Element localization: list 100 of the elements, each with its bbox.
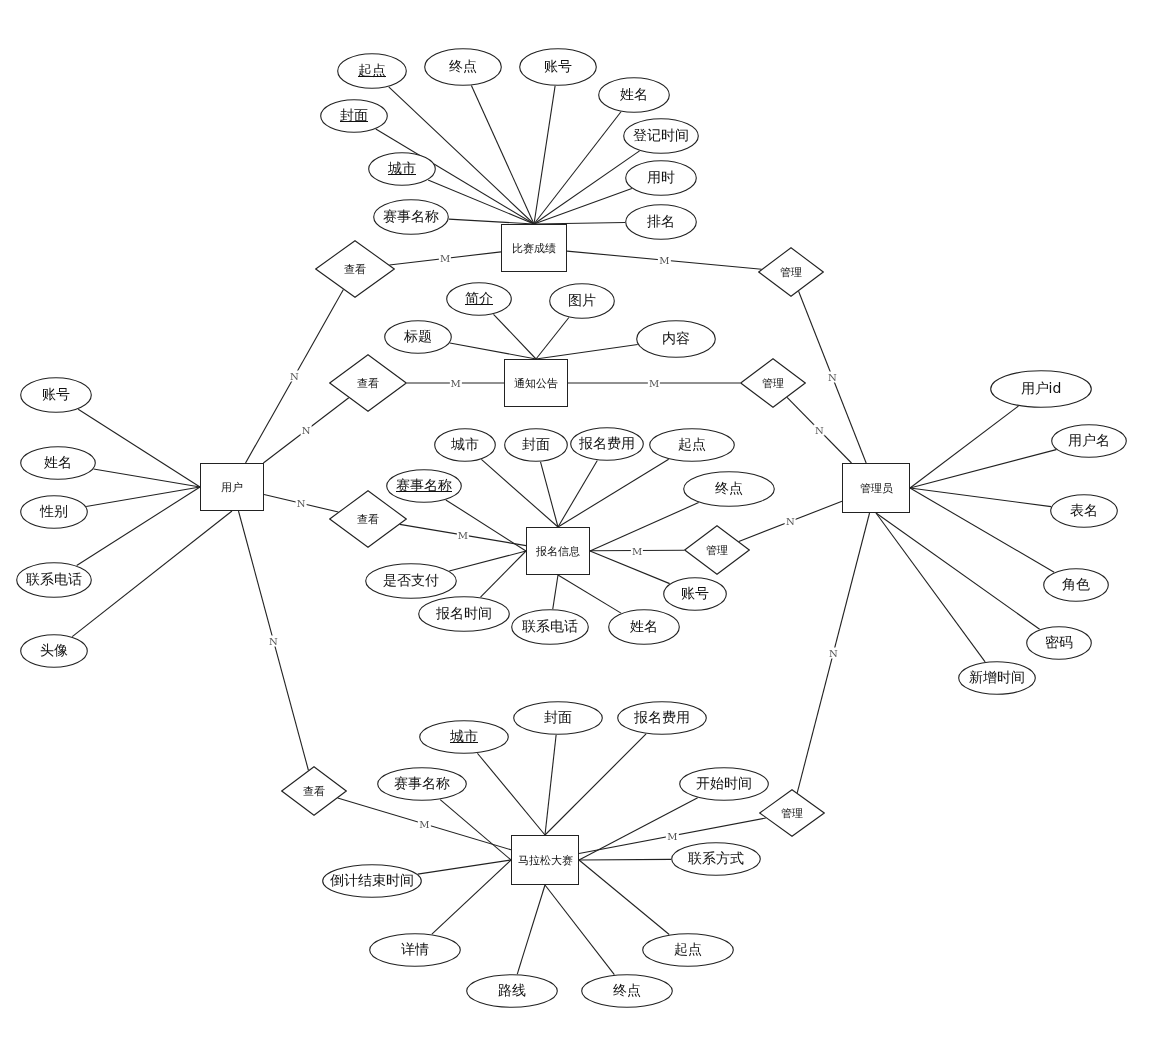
connector-line: [76, 486, 201, 567]
cardinality-label: M: [456, 529, 469, 541]
attribute-ellipse: 新增时间: [958, 661, 1036, 695]
connector-line: [237, 510, 309, 771]
cardinality-label: N: [268, 635, 279, 647]
connector-line: [533, 85, 556, 225]
attribute-ellipse: 联系方式: [671, 842, 761, 876]
connector-line: [557, 458, 670, 528]
cardinality-label: M: [418, 818, 431, 830]
attribute-ellipse: 账号: [663, 577, 727, 611]
connector-line: [262, 397, 350, 464]
attribute-ellipse: 终点: [683, 471, 775, 507]
attribute-ellipse: 开始时间: [679, 767, 769, 801]
connector-line: [552, 574, 559, 610]
attribute-ellipse: 性别: [20, 495, 88, 529]
connector-line: [875, 512, 986, 663]
cardinality-label: M: [439, 252, 452, 264]
attribute-ellipse: 头像: [20, 634, 88, 668]
connector-line: [337, 797, 512, 851]
attribute-ellipse: 城市: [368, 152, 436, 186]
cardinality-label: M: [449, 377, 462, 389]
connector-line: [388, 251, 502, 266]
cardinality-label: N: [300, 424, 312, 436]
connector-line: [448, 550, 527, 572]
connector-line: [566, 250, 763, 270]
attribute-ellipse: 赛事名称: [373, 199, 449, 235]
attribute-ellipse: 倒计结束时间: [322, 864, 422, 898]
attribute-ellipse: 起点: [337, 53, 407, 89]
connector-line: [417, 859, 512, 875]
cardinality-label: N: [828, 647, 839, 659]
entity-box: 马拉松大赛: [511, 835, 579, 885]
attribute-ellipse: 姓名: [608, 609, 680, 645]
connector-line: [516, 884, 546, 975]
connector-line: [480, 458, 559, 528]
attribute-ellipse: 报名时间: [418, 596, 510, 632]
attribute-ellipse: 报名费用: [617, 701, 707, 735]
attribute-ellipse: 账号: [20, 377, 92, 413]
connector-line: [567, 382, 741, 384]
relationship-diamond: 管理: [758, 247, 824, 297]
attribute-ellipse: 终点: [424, 48, 502, 86]
cardinality-label: N: [785, 515, 796, 527]
connector-line: [245, 289, 344, 464]
attribute-ellipse: 用时: [625, 160, 697, 196]
connector-line: [445, 499, 527, 552]
relationship-diamond: 管理: [759, 789, 825, 837]
connector-line: [533, 188, 633, 225]
attribute-ellipse: 表名: [1050, 494, 1118, 528]
connector-line: [533, 111, 622, 225]
attribute-ellipse: 角色: [1043, 568, 1109, 602]
connector-line: [909, 449, 1057, 489]
attribute-ellipse: 城市: [419, 720, 509, 754]
attribute-ellipse: 姓名: [20, 446, 96, 480]
attribute-ellipse: 城市: [434, 428, 496, 462]
cardinality-label: N: [289, 370, 300, 382]
entity-box: 报名信息: [526, 527, 590, 575]
attribute-ellipse: 联系电话: [16, 562, 92, 598]
attribute-ellipse: 起点: [642, 933, 734, 967]
relationship-diamond: 管理: [740, 358, 806, 408]
connector-line: [539, 461, 559, 528]
attribute-ellipse: 详情: [369, 933, 461, 967]
entity-box: 比赛成绩: [501, 224, 567, 272]
cardinality-label: M: [631, 545, 644, 556]
connector-line: [476, 752, 546, 836]
connector-line: [589, 501, 700, 552]
attribute-ellipse: 登记时间: [623, 118, 699, 154]
cardinality-label: M: [666, 830, 679, 842]
entity-box: 用户: [200, 463, 264, 511]
attribute-ellipse: 密码: [1026, 626, 1092, 660]
entity-box: 通知公告: [504, 359, 568, 407]
cardinality-label: N: [827, 371, 838, 383]
connector-line: [479, 550, 527, 598]
attribute-ellipse: 标题: [384, 320, 452, 354]
attribute-ellipse: 起点: [649, 428, 735, 462]
attribute-ellipse: 用户id: [990, 370, 1092, 408]
connector-line: [578, 797, 699, 861]
connector-line: [875, 512, 1041, 630]
relationship-diamond: 查看: [329, 354, 407, 412]
connector-line: [93, 468, 201, 488]
connector-line: [544, 734, 557, 836]
connector-line: [375, 128, 535, 225]
connector-line: [77, 408, 201, 488]
attribute-ellipse: 简介: [446, 282, 512, 316]
relationship-diamond: 查看: [315, 240, 395, 298]
connector-line: [470, 85, 535, 225]
connector-line: [909, 405, 1019, 489]
connector-line: [578, 859, 670, 936]
connector-line: [578, 858, 672, 861]
connector-line: [544, 884, 615, 976]
connector-line: [535, 316, 570, 360]
connector-line: [589, 550, 671, 585]
connector-line: [738, 500, 843, 543]
relationship-diamond: 管理: [684, 525, 750, 575]
attribute-ellipse: 是否支付: [365, 563, 457, 599]
connector-line: [798, 290, 867, 464]
connector-line: [589, 549, 685, 552]
attribute-ellipse: 姓名: [598, 77, 670, 113]
cardinality-label: N: [295, 497, 307, 509]
connector-line: [909, 487, 1052, 508]
attribute-ellipse: 账号: [519, 48, 597, 86]
connector-line: [578, 817, 767, 855]
